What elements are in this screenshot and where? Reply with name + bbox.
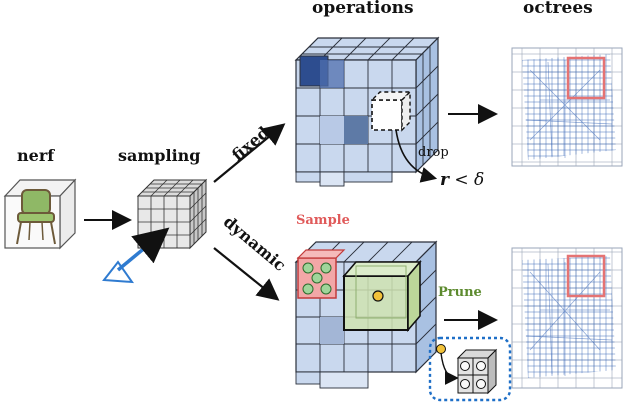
- sample-cube: [296, 249, 346, 299]
- nerf-input-cube: [3, 178, 77, 250]
- octree-bottom-highlight: [566, 254, 606, 298]
- octree-bottom: [511, 247, 623, 389]
- sample-label: Sample: [296, 213, 350, 228]
- prune-detail-box: [428, 336, 512, 402]
- drop-label: drop: [418, 145, 449, 160]
- condition-rest: < δ: [448, 170, 485, 190]
- drop-condition: r < δ: [440, 170, 484, 190]
- operations-title: operations: [312, 0, 414, 18]
- camera-view-icon: [102, 227, 170, 284]
- fixed-voxel-cube: [294, 36, 440, 187]
- prune-target-cube: [342, 259, 422, 333]
- octree-top: [511, 47, 623, 167]
- dynamic-voxel-cube: [294, 240, 438, 389]
- prune-label: Prune: [438, 285, 482, 300]
- condition-symbol: r: [440, 170, 449, 190]
- nerf-label: nerf: [17, 146, 55, 165]
- octree-top-highlight: [566, 56, 606, 100]
- sampling-grid-cube: [136, 178, 208, 250]
- octrees-title: octrees: [523, 0, 593, 18]
- drop-arrow: [395, 129, 438, 183]
- arrow-dynamic-branch: [213, 247, 280, 301]
- chair-icon: [16, 189, 56, 245]
- arrow-fixed-branch: [213, 123, 286, 183]
- dropped-voxel: [370, 90, 412, 132]
- sampling-label: sampling: [118, 146, 201, 165]
